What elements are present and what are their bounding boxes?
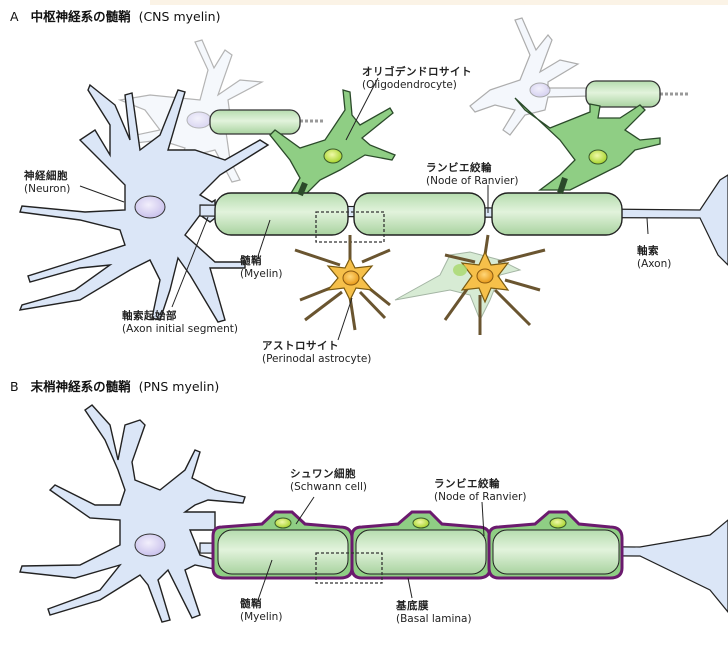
label-myelin-en-b: (Myelin) (240, 611, 283, 623)
label-node-of-ranvier-a: ランビエ絞輪 (Node of Ranvier) (426, 162, 518, 188)
label-neuron-jp: 神経細胞 (24, 170, 68, 182)
label-neuron-en: (Neuron) (24, 183, 71, 195)
leader-lines-a (79, 77, 649, 341)
background-neuron-a2 (469, 17, 591, 136)
label-node-jp-b: ランビエ絞輪 (434, 478, 500, 490)
panel-b-title-jp: 末梢神経系の髄鞘 (30, 379, 131, 394)
label-schwann-en: (Schwann cell) (290, 481, 368, 493)
label-myelin-b: 髄鞘 (Myelin) (240, 598, 282, 624)
panel-a-title-jp: 中枢神経系の髄鞘 (30, 9, 131, 24)
label-ais-jp: 軸索起始部 (122, 310, 177, 322)
oligodendrocyte-a1 (269, 89, 396, 196)
schwann-cell-2 (350, 510, 492, 580)
myelin-segment-top-right (585, 80, 661, 108)
panel-a-letter: A (10, 9, 19, 24)
panel-b-letter: B (10, 379, 19, 394)
label-myelin-jp-a: 髄鞘 (240, 255, 262, 267)
label-basal-jp: 基底膜 (396, 600, 429, 612)
myelin-segment-a3 (491, 192, 623, 236)
label-axon-jp: 軸索 (637, 245, 659, 257)
myelin-segment-a1 (214, 192, 349, 236)
faint-glia-nucleus (453, 264, 467, 276)
schwann-cell-3 (487, 510, 624, 580)
label-schwann-jp: シュワン細胞 (290, 468, 356, 480)
oligodendrocyte-a2 (514, 97, 661, 191)
background-neuron-nucleus-2 (529, 82, 551, 98)
schwann-cell-1 (211, 510, 354, 580)
label-neuron: 神経細胞 (Neuron) (24, 170, 70, 196)
panel-b-title-en: (PNS myelin) (138, 379, 220, 394)
label-astrocyte: アストロサイト (Perinodal astrocyte) (262, 340, 371, 366)
label-myelin-en-a: (Myelin) (240, 268, 283, 280)
panel-b-title: B 末梢神経系の髄鞘 (PNS myelin) (10, 376, 219, 395)
top-band (150, 0, 728, 5)
background-neuron-nucleus (186, 111, 212, 129)
label-oligodendrocyte-jp: オリゴデンドロサイト (362, 66, 472, 78)
label-myelin-jp-b: 髄鞘 (240, 598, 262, 610)
label-ais-en: (Axon initial segment) (122, 323, 238, 335)
oligo-process-connection-2 (557, 177, 568, 194)
label-axon-initial-segment: 軸索起始部 (Axon initial segment) (122, 310, 238, 336)
label-basal-lamina: 基底膜 (Basal lamina) (396, 600, 472, 626)
label-node-en-b: (Node of Ranvier) (434, 491, 527, 503)
label-node-jp-a: ランビエ絞輪 (426, 162, 492, 174)
neuron-b (19, 404, 246, 623)
panel-a-title-en: (CNS myelin) (138, 9, 221, 24)
label-astrocyte-en: (Perinodal astrocyte) (262, 353, 372, 365)
zoom-region-box-b (315, 552, 383, 584)
label-schwann-cell: シュワン細胞 (Schwann cell) (290, 468, 367, 494)
astrocyte-nucleus (342, 270, 360, 286)
label-oligodendrocyte-en: (Oligodendrocyte) (362, 79, 457, 91)
oligo-process-connection (297, 181, 308, 197)
astrocyte-a1 (294, 235, 391, 331)
label-basal-en: (Basal lamina) (396, 613, 472, 625)
neuron-nucleus (134, 195, 166, 219)
label-axon-en: (Axon) (637, 258, 672, 270)
astrocyte-nucleus-2 (476, 268, 494, 284)
label-node-en-a: (Node of Ranvier) (426, 175, 519, 187)
label-axon: 軸索 (Axon) (637, 245, 671, 271)
myelin-segment-a2 (353, 192, 486, 236)
myelin-segment-top-left (209, 109, 301, 135)
label-oligodendrocyte: オリゴデンドロサイト (Oligodendrocyte) (362, 66, 472, 92)
leader-lines-b (257, 496, 485, 601)
label-myelin-a: 髄鞘 (Myelin) (240, 255, 282, 281)
oligodendrocyte-nucleus (323, 148, 343, 164)
neuron-b-nucleus (134, 533, 166, 557)
oligodendrocyte-nucleus-2 (588, 149, 608, 165)
label-astrocyte-jp: アストロサイト (262, 340, 339, 352)
label-node-of-ranvier-b: ランビエ絞輪 (Node of Ranvier) (434, 478, 526, 504)
panel-a-title: A 中枢神経系の髄鞘 (CNS myelin) (10, 6, 220, 25)
